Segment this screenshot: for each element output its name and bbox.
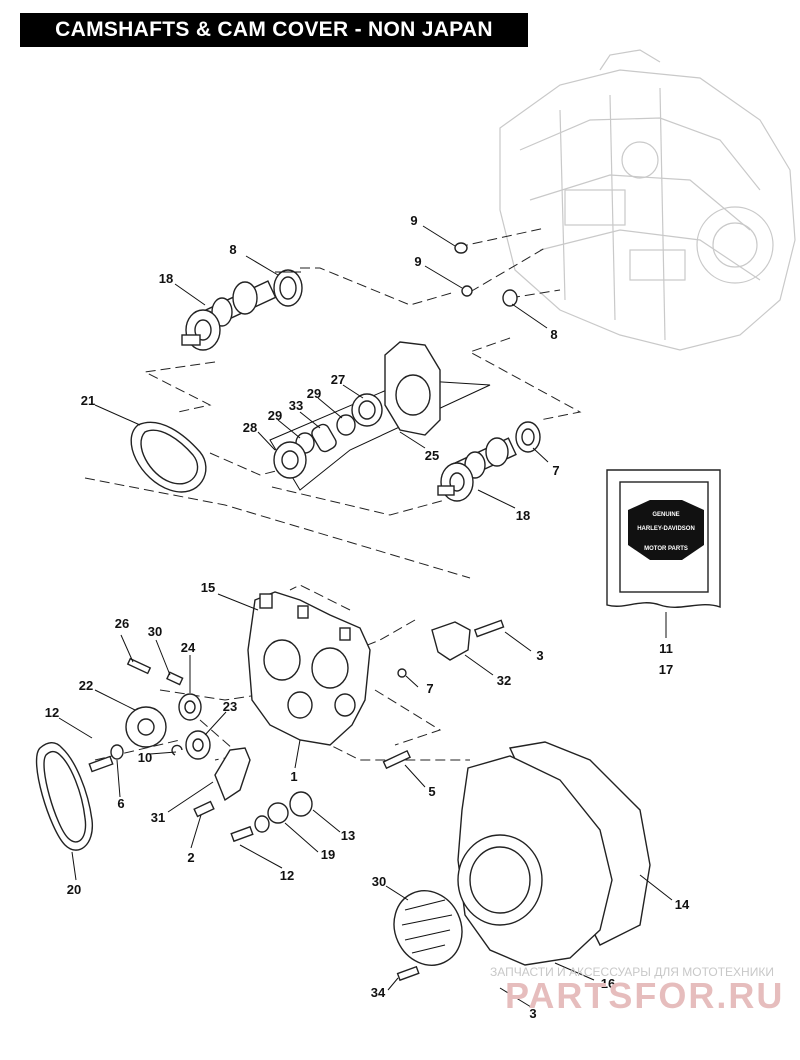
callout-31: 30 bbox=[372, 874, 386, 889]
callout-9-lower: 9 bbox=[414, 254, 421, 269]
callout-leaders bbox=[58, 225, 673, 1008]
callout-6: 7 bbox=[426, 681, 433, 696]
callout-7-top: 8 bbox=[229, 242, 236, 257]
tensioner-and-fasteners bbox=[382, 619, 505, 770]
callout-18-top: 18 bbox=[159, 271, 173, 286]
timer-cover-screw bbox=[396, 965, 420, 982]
cam-support-plate bbox=[351, 341, 441, 436]
gasket-kit-package: GENUINE HARLEY-DAVIDSON MOTOR PARTS bbox=[606, 469, 721, 638]
callout-20: 20 bbox=[67, 882, 81, 897]
callout-14: 14 bbox=[675, 897, 690, 912]
callout-21: 21 bbox=[81, 393, 95, 408]
callout-3-upper: 3 bbox=[536, 648, 543, 663]
callout-26: 26 bbox=[115, 616, 129, 631]
spacers-and-bearing bbox=[273, 414, 356, 479]
engine-crankcase-ghost bbox=[499, 49, 796, 351]
callout-18-right: 18 bbox=[516, 508, 530, 523]
o-rings bbox=[454, 242, 518, 307]
callout-5: 6 bbox=[117, 796, 124, 811]
kit-logo-brand: HARLEY-DAVIDSON bbox=[637, 526, 695, 532]
callout-34: 33 bbox=[289, 398, 303, 413]
cam-cover bbox=[457, 755, 613, 966]
primary-cam-chain bbox=[35, 742, 93, 851]
needle-bearing-top bbox=[273, 269, 303, 307]
callout-30: 30 bbox=[148, 624, 162, 639]
callout-13: 13 bbox=[341, 828, 355, 843]
callout-28: 28 bbox=[243, 420, 257, 435]
callout-10: 10 bbox=[138, 750, 152, 765]
callout-12-left: 12 bbox=[45, 705, 59, 720]
callout-27: 27 bbox=[331, 372, 345, 387]
kit-logo-genuine: GENUINE bbox=[652, 512, 679, 518]
callout-24: 24 bbox=[181, 640, 196, 655]
callout-labels: 8 18 9 9 8 27 29 33 29 28 21 25 7 18 11 … bbox=[45, 213, 690, 1021]
callout-22: 22 bbox=[79, 678, 93, 693]
cam-support-plate-assembly bbox=[247, 591, 371, 746]
watermark-logo: PARTSFOR.RU bbox=[505, 975, 784, 1016]
callout-2: 2 bbox=[187, 850, 194, 865]
callout-19: 19 bbox=[321, 847, 335, 862]
callout-12-lower: 12 bbox=[280, 868, 294, 883]
callout-3-lower: 3 bbox=[529, 1006, 536, 1021]
callout-1: 1 bbox=[290, 769, 297, 784]
callout-11: 11 bbox=[659, 641, 673, 656]
camshaft-rear bbox=[181, 280, 277, 351]
callout-15: 15 bbox=[201, 580, 215, 595]
callout-8: 8 bbox=[550, 327, 557, 342]
secondary-cam-chain bbox=[130, 421, 207, 493]
callout-7-right: 7 bbox=[552, 463, 559, 478]
callout-33: 32 bbox=[497, 673, 511, 688]
watermark: ЗАПЧАСТИ И АКСЕССУАРЫ ДЛЯ МОТОТЕХНИКИ PA… bbox=[490, 965, 784, 1016]
timer-cover bbox=[393, 890, 463, 966]
callout-25: 25 bbox=[425, 448, 439, 463]
diagram-title: CAMSHAFTS & CAM COVER - NON JAPAN bbox=[20, 13, 528, 47]
needle-bearing-right bbox=[515, 421, 541, 453]
callout-29-lower: 29 bbox=[268, 408, 282, 423]
watermark-tagline: ЗАПЧАСТИ И АКСЕССУАРЫ ДЛЯ МОТОТЕХНИКИ bbox=[490, 965, 774, 979]
callout-29-upper: 29 bbox=[307, 386, 321, 401]
callout-16: 16 bbox=[601, 976, 615, 991]
camshaft-front bbox=[437, 437, 517, 502]
callout-32: 31 bbox=[151, 810, 165, 825]
callout-4: 5 bbox=[428, 784, 435, 799]
callout-35: 34 bbox=[371, 985, 386, 1000]
callout-23: 23 bbox=[223, 699, 237, 714]
kit-logo-parts: MOTOR PARTS bbox=[644, 546, 688, 552]
callout-17: 17 bbox=[659, 662, 673, 677]
callout-9-upper: 9 bbox=[410, 213, 417, 228]
